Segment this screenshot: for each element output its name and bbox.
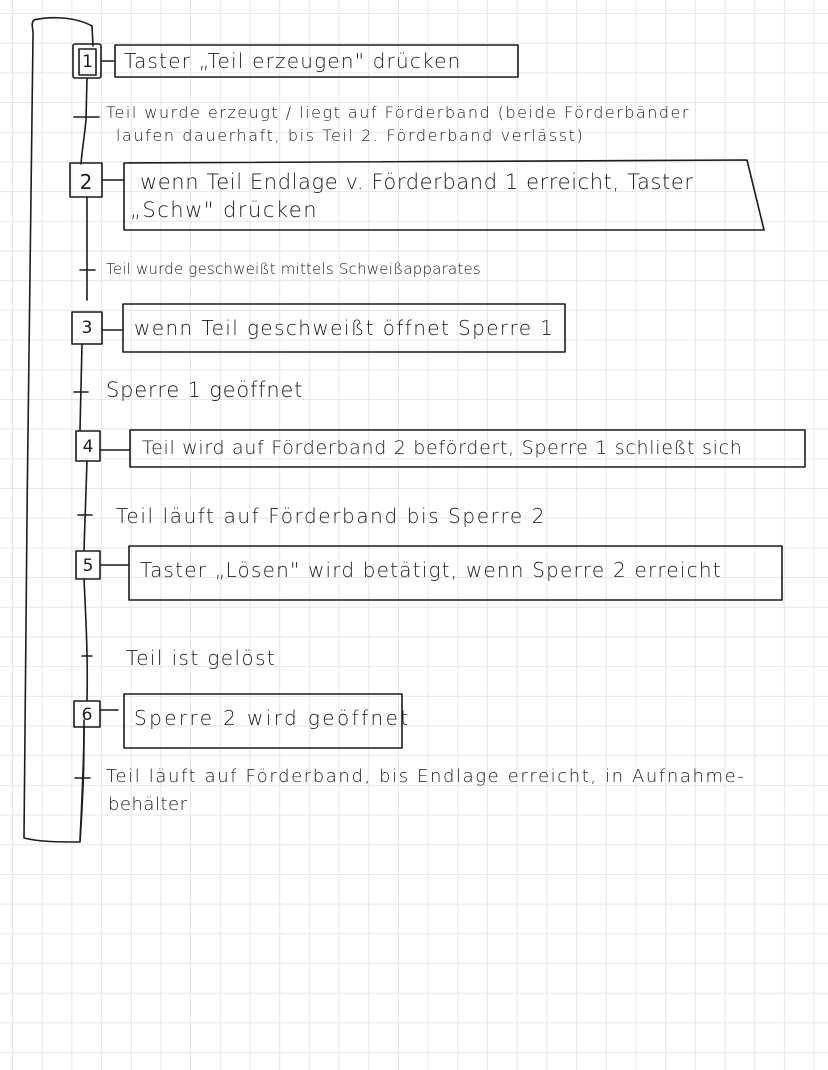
transition-3-text: Sperre 1 geöffnet xyxy=(106,378,304,402)
step-2-action-line-1: wenn Teil Endlage v. Förderband 1 erreic… xyxy=(140,170,694,194)
transition-2-text: Teil wurde geschweißt mittels Schweißapp… xyxy=(106,260,481,278)
transition-6-line-1: Teil läuft auf Förderband, bis Endlage e… xyxy=(106,766,746,787)
step-3-action-box xyxy=(122,303,566,353)
transition-6-line-2: behälter xyxy=(108,794,188,815)
step-3-number: 3 xyxy=(81,318,93,338)
transition-4-text: Teil läuft auf Förderband bis Sperre 2 xyxy=(116,504,547,528)
step-4-action: Teil wird auf Förderband 2 befördert, Sp… xyxy=(142,437,743,459)
step-1-number: 1 xyxy=(82,52,93,72)
step-1-action: Taster „Teil erzeugen" drücken xyxy=(124,49,462,73)
step-5-number: 5 xyxy=(82,556,94,576)
step-4-box xyxy=(75,430,101,462)
step-5-action-box xyxy=(128,545,783,601)
step-6-action-box xyxy=(123,693,403,749)
step-4-number: 4 xyxy=(82,437,94,457)
step-1-action-box xyxy=(114,44,519,78)
step-4-action-box xyxy=(129,429,806,468)
transition-1-line-1: Teil wurde erzeugt / liegt auf Förderban… xyxy=(106,103,690,122)
step-2-action-box xyxy=(123,159,765,231)
step-2-action-line-2: „Schw" drücken xyxy=(130,198,319,222)
transition-5-text: Teil ist gelöst xyxy=(126,646,277,670)
step-2-number: 2 xyxy=(79,170,93,194)
step-6-action: Sperre 2 wird geöffnet xyxy=(134,706,411,730)
step-1-inner-box xyxy=(78,48,97,76)
step-3-action: wenn Teil geschweißt öffnet Sperre 1 xyxy=(134,316,555,340)
step-3-box xyxy=(71,311,103,345)
step-6-number: 6 xyxy=(81,705,93,725)
step-5-action: Taster „Lösen" wird betätigt, wenn Sperr… xyxy=(140,558,722,582)
step-6-box xyxy=(73,700,101,728)
transition-1-line-2: laufen dauerhaft, bis Teil 2. Förderband… xyxy=(116,126,585,145)
